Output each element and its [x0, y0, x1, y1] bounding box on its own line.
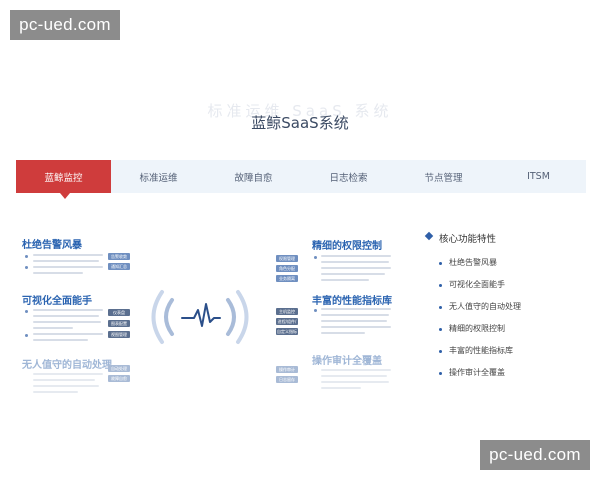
feature-heading: 丰富的性能指标库: [312, 296, 392, 307]
tab-bk-monitor[interactable]: 蓝鲸监控: [16, 160, 111, 193]
features-panel-title: 核心功能特性: [439, 234, 497, 245]
feature-heading: 无人值守的自动处理: [22, 360, 112, 371]
feature-list-item: 可视化全面能手: [449, 280, 505, 289]
feature-description: [33, 254, 105, 278]
active-tab-indicator-icon: [60, 193, 70, 199]
bullet-icon: [439, 350, 442, 353]
tab-fault-recovery[interactable]: 故障自愈: [234, 172, 273, 184]
bullet-icon: [25, 310, 28, 313]
feature-tag: 权限管理: [276, 255, 298, 262]
bullet-icon: [439, 262, 442, 265]
feature-tag: 图表配置: [108, 320, 130, 327]
watermark-bottom: pc-ued.com: [480, 440, 590, 470]
feature-description: [321, 308, 393, 338]
bullet-icon: [439, 284, 442, 287]
tab-log-search[interactable]: 日志检索: [329, 172, 368, 184]
feature-tag: 角色分配: [276, 265, 298, 272]
feature-tag: 进程/组件/服务: [276, 318, 298, 325]
feature-tag: 自动处理: [108, 365, 130, 372]
heartbeat-monitor-icon: [151, 290, 249, 344]
feature-description: [33, 309, 105, 345]
diamond-icon: [424, 231, 434, 241]
bullet-icon: [314, 309, 317, 312]
bullet-icon: [439, 328, 442, 331]
tab-node-management[interactable]: 节点管理: [424, 172, 463, 184]
bullet-icon: [439, 372, 442, 375]
bullet-icon: [314, 256, 317, 259]
feature-list-item: 丰富的性能指标库: [449, 346, 513, 355]
feature-tag: 主机监控: [276, 308, 298, 315]
tab-standard-ops[interactable]: 标准运维: [139, 172, 178, 184]
ghost-title: 标准运维 SaaS 系统: [207, 102, 393, 120]
feature-heading: 可视化全面能手: [22, 296, 92, 307]
feature-description: [321, 255, 393, 285]
feature-heading: 杜绝告警风暴: [22, 240, 82, 251]
bullet-icon: [25, 255, 28, 258]
feature-tag: 通知汇总: [108, 263, 130, 270]
feature-tag: 业务隔离: [276, 275, 298, 282]
bullet-icon: [25, 266, 28, 269]
bullet-icon: [439, 306, 442, 309]
feature-tag: 日志留存: [276, 376, 298, 383]
page-title: 蓝鲸SaaS系统: [251, 114, 349, 132]
feature-tag: 仪表盘: [108, 309, 130, 316]
feature-tag: 操作审计: [276, 366, 298, 373]
feature-list-item: 操作审计全覆盖: [449, 368, 505, 377]
feature-list-item: 杜绝告警风暴: [449, 258, 497, 267]
feature-list-item: 无人值守的自动处理: [449, 302, 521, 311]
feature-tag: 告警收敛: [108, 253, 130, 260]
feature-description: [321, 369, 393, 393]
watermark-top: pc-ued.com: [10, 10, 120, 40]
feature-tag: 故障自愈: [108, 375, 130, 382]
feature-tag: 自定义指标: [276, 328, 298, 335]
feature-description: [33, 373, 105, 397]
product-tab-bar: 蓝鲸监控 标准运维 故障自愈 日志检索 节点管理 ITSM: [16, 160, 586, 193]
feature-tag: 视图管理: [108, 331, 130, 338]
feature-list-item: 精细的权限控制: [449, 324, 505, 333]
feature-heading: 精细的权限控制: [312, 241, 382, 252]
tab-itsm[interactable]: ITSM: [527, 171, 550, 182]
bullet-icon: [25, 334, 28, 337]
feature-heading: 操作审计全覆盖: [312, 356, 382, 367]
